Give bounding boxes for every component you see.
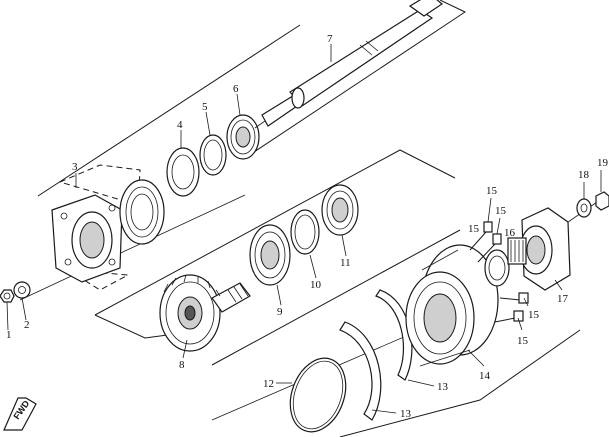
callout-15-d: 15 [517,335,529,347]
upper-group-outline [37,0,467,197]
callout-15-c: 15 [528,309,540,321]
leader-lines [6,44,602,414]
callout-labels: 1 2 3 4 5 6 7 8 9 10 11 12 13 13 14 15 1… [6,33,609,420]
callout-7: 7 [327,33,333,45]
part-9-bearing [249,224,291,286]
part-1-nut [0,289,15,303]
forward-direction-arrow: FWD [3,397,37,431]
callout-8: 8 [179,359,185,371]
part-16-seal [484,249,510,287]
lower-group-outline [211,229,581,437]
callout-9: 9 [277,306,283,318]
part-15-bolt-c [499,292,529,304]
part-13-shim-lower [339,321,382,421]
part-19-nut [595,191,609,211]
callout-12: 12 [263,378,274,390]
part-10-ring [290,209,320,255]
callout-11: 11 [340,257,351,269]
part-18-washer [576,198,592,218]
callout-17: 17 [557,293,569,305]
callout-10: 10 [310,279,322,291]
part-2-washer [13,281,31,299]
callout-16: 16 [504,227,516,239]
callout-3: 3 [72,161,78,173]
callout-2: 2 [24,319,30,331]
part-6-bearing [226,114,260,160]
callout-5: 5 [202,101,208,113]
part-17-flange [507,207,571,291]
callout-6: 6 [233,83,239,95]
part-5-circlip [199,134,227,176]
callout-14: 14 [479,370,491,382]
part-3-seal-ring [119,179,165,245]
part-15-bolt-d [494,310,524,323]
part-11-bearing [321,184,359,236]
part-4-ring [166,147,200,197]
callout-19: 19 [597,157,609,169]
callout-1: 1 [6,329,12,341]
callout-15-e: 15 [468,223,480,235]
callout-13-upper: 13 [437,381,449,393]
callout-18: 18 [578,169,590,181]
callout-4: 4 [177,119,183,131]
part-14-cover [405,244,499,367]
callout-13-lower: 13 [400,408,412,420]
part-3-bearing-housing [51,164,141,291]
callout-15-a: 15 [486,185,498,197]
part-13-shim-upper [375,289,413,381]
part-12-o-ring [289,357,347,433]
callout-15-b: 15 [495,205,507,217]
part-8-bevel-gear [159,274,251,352]
part-7-shaft [254,0,444,129]
